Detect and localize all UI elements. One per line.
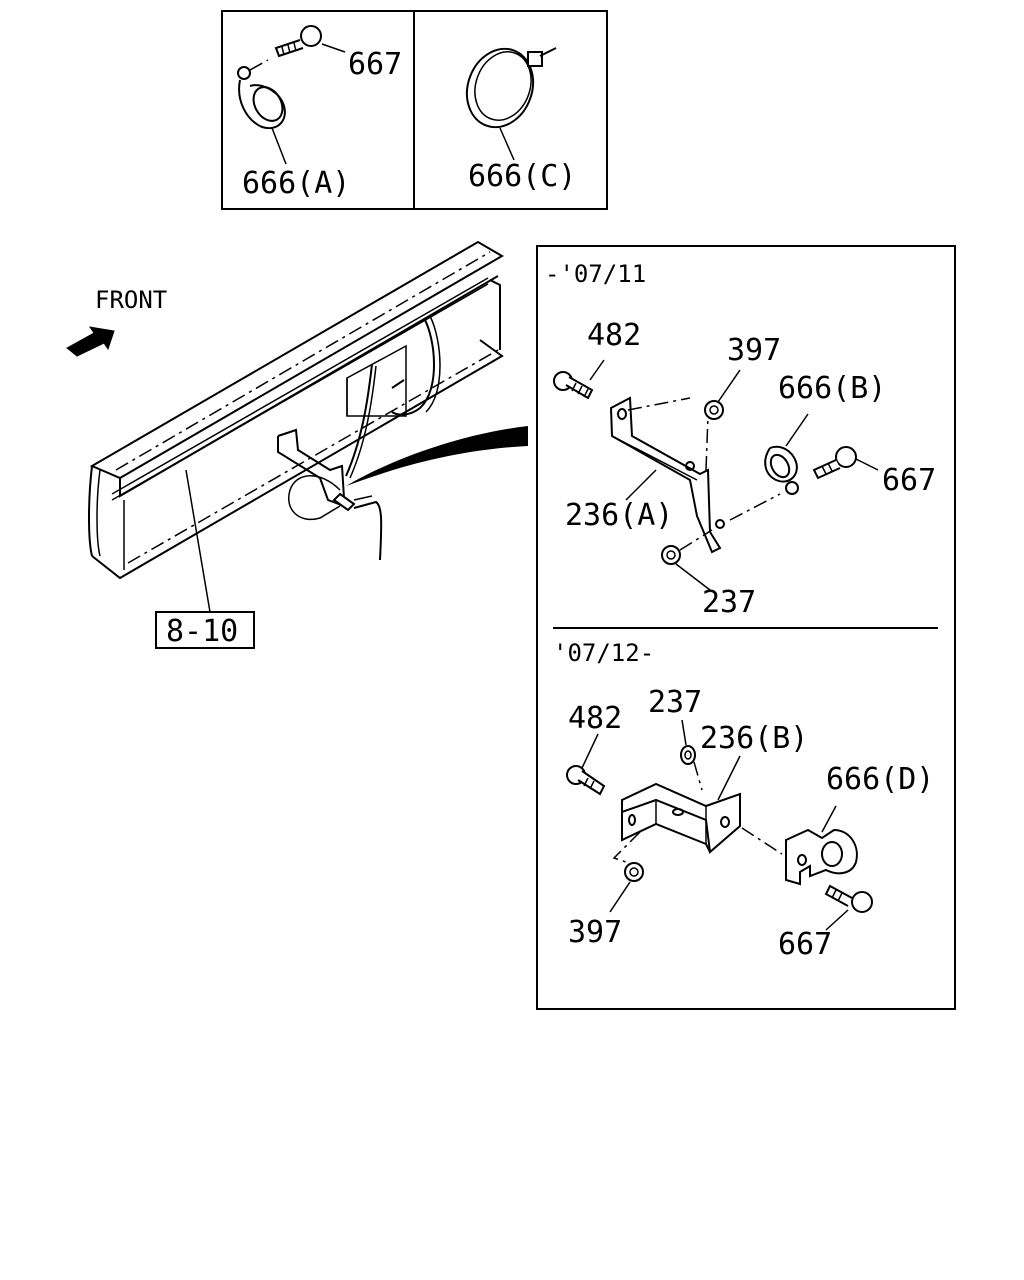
period-upper: -'07/11 — [545, 260, 646, 288]
ref-box-frame — [155, 611, 255, 649]
detail-leader-wedge — [346, 426, 528, 486]
label-236a: 236(A) — [565, 498, 673, 533]
label-666c: 666(C) — [468, 159, 576, 194]
front-arrow-icon — [66, 326, 115, 357]
label-666d: 666(D) — [826, 762, 934, 797]
detail-box: -'07/11 — [536, 245, 956, 1010]
label-667-lower: 667 — [778, 927, 832, 962]
front-label: FRONT — [95, 286, 167, 314]
label-397-upper: 397 — [727, 333, 781, 368]
main-view: FRONT — [66, 240, 528, 649]
frame-rail — [88, 240, 504, 580]
detail-box-frame — [536, 245, 956, 1010]
period-lower: '07/12- — [553, 639, 654, 667]
band-666c-drawing — [465, 47, 557, 161]
label-666a: 666(A) — [242, 166, 350, 201]
lower-drawing — [566, 719, 873, 931]
clip-666a-drawing — [237, 25, 346, 165]
label-482-lower: 482 — [568, 701, 622, 736]
label-482-upper: 482 — [587, 318, 641, 353]
label-667-upper: 667 — [882, 463, 936, 498]
label-237-upper: 237 — [702, 585, 756, 620]
top-inset: 667 666(A) 666(C) — [221, 10, 608, 210]
label-667-inset: 667 — [348, 47, 402, 82]
ref-leader-line — [185, 469, 211, 613]
label-666b: 666(B) — [778, 371, 886, 406]
label-237-lower: 237 — [648, 685, 702, 720]
ref-box-label: 8-10 — [166, 614, 238, 649]
label-236b: 236(B) — [700, 721, 808, 756]
upper-drawing — [553, 359, 879, 591]
label-397-lower: 397 — [568, 915, 622, 950]
harness-bracket — [277, 315, 441, 561]
